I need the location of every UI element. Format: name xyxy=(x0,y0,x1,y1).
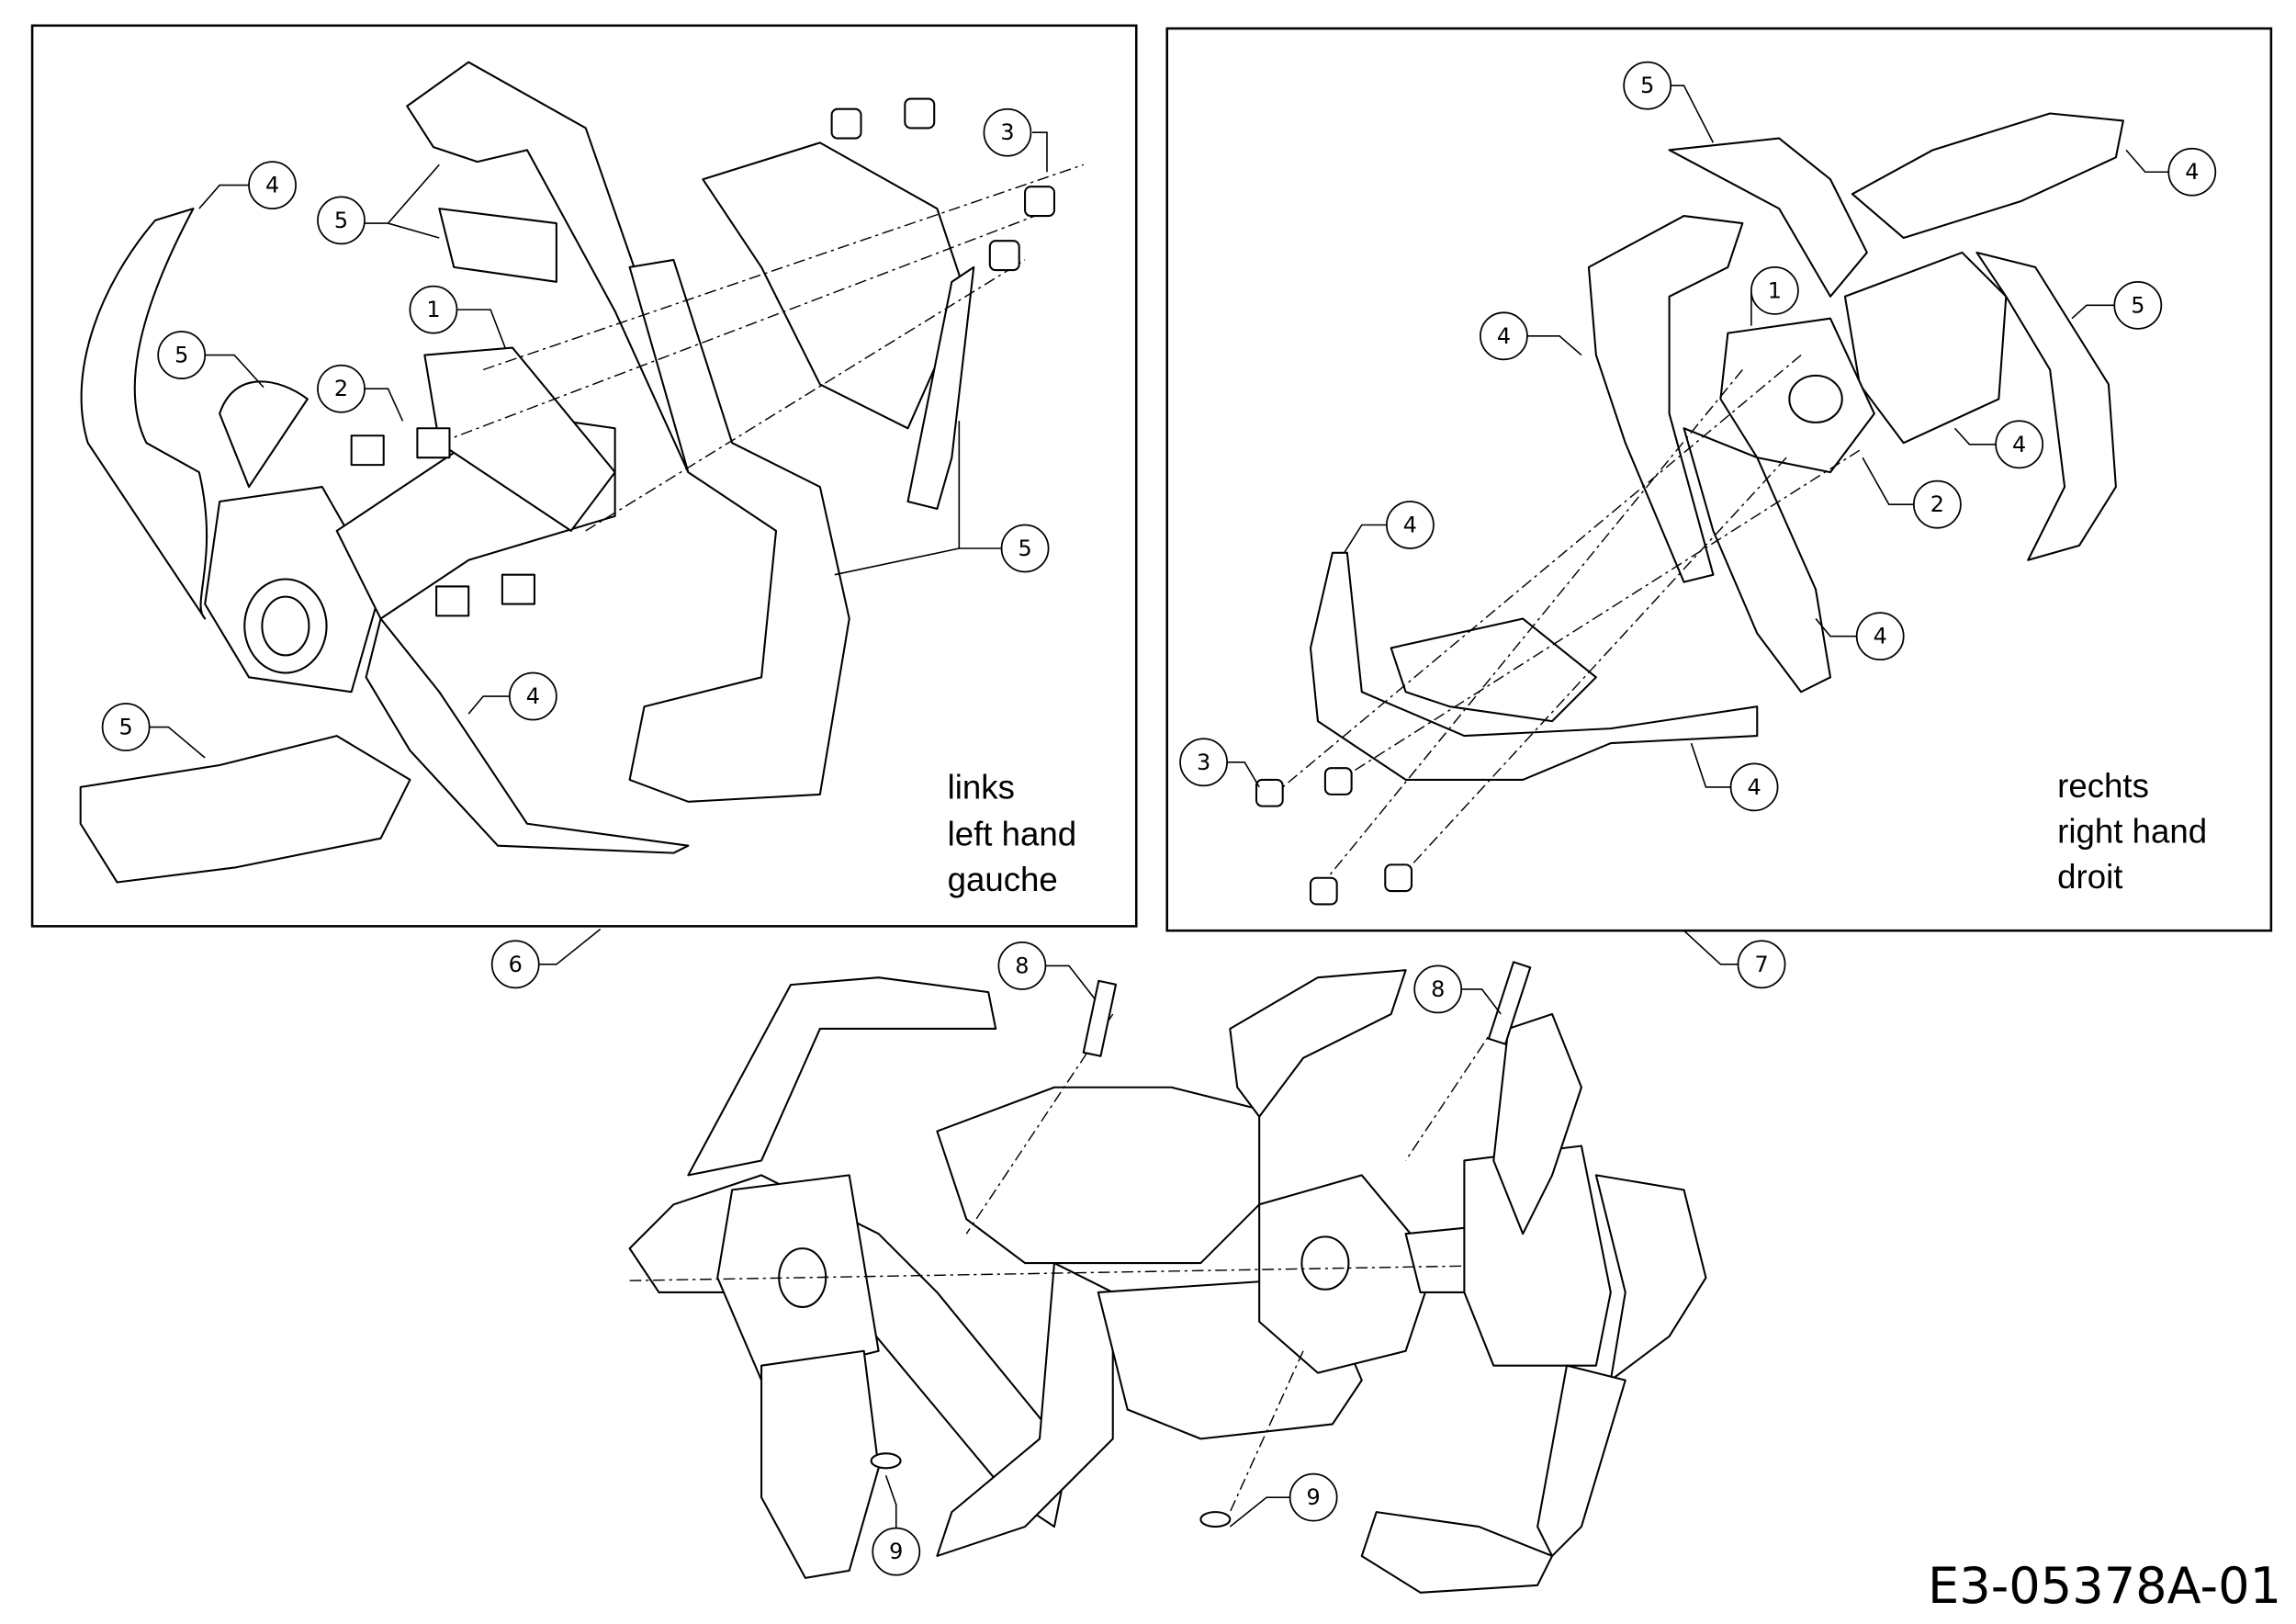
callout-circle xyxy=(409,285,458,334)
callout-number: 5 xyxy=(174,343,188,368)
callout-number: 3 xyxy=(1197,750,1210,775)
callout-circle xyxy=(1413,964,1463,1014)
complete-tiller-assembly-drawing xyxy=(628,961,1707,1594)
callout-circle xyxy=(1623,61,1672,110)
bolt-icon xyxy=(350,427,535,617)
callout-number: 5 xyxy=(334,208,348,233)
callout-circle xyxy=(317,196,366,245)
callout-circle xyxy=(1855,612,1905,661)
callout-number: 8 xyxy=(1015,953,1029,978)
callout-number: 2 xyxy=(334,376,348,401)
nut-icon xyxy=(830,97,1055,272)
callout-assembly: 6 xyxy=(490,940,540,989)
callout-number: 4 xyxy=(2185,159,2199,185)
callout-right-panel: 3 xyxy=(1179,738,1228,787)
left-tine-assembly-drawing xyxy=(79,61,1085,884)
label-droit: droit xyxy=(2057,858,2122,896)
left-hand-label: links left hand gauche xyxy=(948,769,1077,898)
nut-icon xyxy=(1255,767,1413,906)
callout-assembly: 8 xyxy=(997,942,1047,990)
diagram-code: E3-05378A-01 xyxy=(1928,1557,2281,1615)
callout-circle xyxy=(1289,1472,1338,1522)
callout-circle xyxy=(1737,940,1786,989)
callout-right-panel: 5 xyxy=(2113,280,2163,330)
callout-circle xyxy=(2113,280,2163,330)
callout-left-panel: 4 xyxy=(248,161,297,209)
label-gauche: gauche xyxy=(948,861,1058,898)
callout-left-panel: 4 xyxy=(508,671,557,721)
callout-assembly: 9 xyxy=(872,1527,921,1576)
label-rechts: rechts xyxy=(2057,767,2149,805)
callout-circle xyxy=(1480,311,1528,361)
callout-number: 5 xyxy=(2131,292,2144,318)
callout-circle xyxy=(1729,762,1779,812)
callout-circle xyxy=(1000,524,1050,573)
callout-circle xyxy=(983,107,1032,157)
callout-number: 4 xyxy=(2012,432,2026,457)
callout-number: 4 xyxy=(1403,513,1417,538)
callout-right-panel: 5 xyxy=(1623,61,1672,110)
callout-right-panel: 2 xyxy=(1912,479,1962,529)
callout-circle xyxy=(157,331,207,379)
callout-circle xyxy=(872,1527,921,1576)
callout-number: 4 xyxy=(1874,624,1887,649)
label-right-hand: right hand xyxy=(2057,812,2207,850)
callout-number: 1 xyxy=(426,297,440,322)
callout-circle xyxy=(1912,479,1962,529)
callout-circle xyxy=(1386,501,1435,549)
callout-right-panel: 4 xyxy=(1995,420,2044,469)
callout-number: 9 xyxy=(1307,1484,1321,1510)
callout-right-panel: 4 xyxy=(1386,501,1435,549)
callout-right-panel: 4 xyxy=(1480,311,1528,361)
callout-number: 1 xyxy=(1768,277,1782,303)
callout-number: 4 xyxy=(265,173,279,198)
callout-number: 5 xyxy=(1018,536,1031,561)
label-left-hand: left hand xyxy=(948,816,1077,853)
callout-number: 9 xyxy=(889,1539,903,1564)
callout-number: 5 xyxy=(1640,73,1654,98)
callout-number: 3 xyxy=(1000,119,1014,145)
callout-left-panel: 1 xyxy=(409,285,458,334)
callout-circle xyxy=(1995,420,2044,469)
right-hand-label: rechts right hand droit xyxy=(2057,767,2207,896)
callout-right-panel: 4 xyxy=(2167,147,2217,197)
callout-number: 5 xyxy=(119,715,133,740)
callout-circle xyxy=(997,942,1047,990)
callout-left-panel: 5 xyxy=(157,331,207,379)
callout-circle xyxy=(248,161,297,209)
callout-right-panel: 4 xyxy=(1855,612,1905,661)
callout-circle xyxy=(317,364,366,413)
callout-number: 4 xyxy=(1747,774,1761,800)
callout-left-panel: 5 xyxy=(317,196,366,245)
callout-number: 8 xyxy=(1431,976,1445,1002)
callout-circle xyxy=(1750,266,1799,315)
callout-circle xyxy=(1179,738,1228,787)
pin-icon xyxy=(1082,961,1532,1057)
right-tine-assembly-drawing xyxy=(1255,112,2124,906)
clip-icon xyxy=(870,1452,1232,1528)
callout-assembly: 9 xyxy=(1289,1472,1338,1522)
callout-assembly: 7 xyxy=(1737,940,1786,989)
callout-circle xyxy=(508,671,557,721)
callout-left-panel: 2 xyxy=(317,364,366,413)
callout-number: 6 xyxy=(509,952,523,977)
callout-left-panel: 5 xyxy=(1000,524,1050,573)
callout-leaders xyxy=(149,85,2169,1528)
callout-number: 7 xyxy=(1754,952,1768,977)
right-hand-panel xyxy=(1165,27,2273,932)
callout-circle xyxy=(490,940,540,989)
callout-number: 4 xyxy=(526,683,540,709)
callout-number: 2 xyxy=(1930,491,1944,517)
callout-right-panel: 1 xyxy=(1750,266,1799,315)
callout-circle xyxy=(101,703,151,751)
callout-right-panel: 4 xyxy=(1729,762,1779,812)
callout-assembly: 8 xyxy=(1413,964,1463,1014)
left-hand-panel xyxy=(30,24,1138,928)
callout-left-panel: 3 xyxy=(983,107,1032,157)
callout-circle xyxy=(2167,147,2217,197)
label-links: links xyxy=(948,769,1015,806)
callout-left-panel: 5 xyxy=(101,703,151,751)
callout-number: 4 xyxy=(1497,323,1511,349)
